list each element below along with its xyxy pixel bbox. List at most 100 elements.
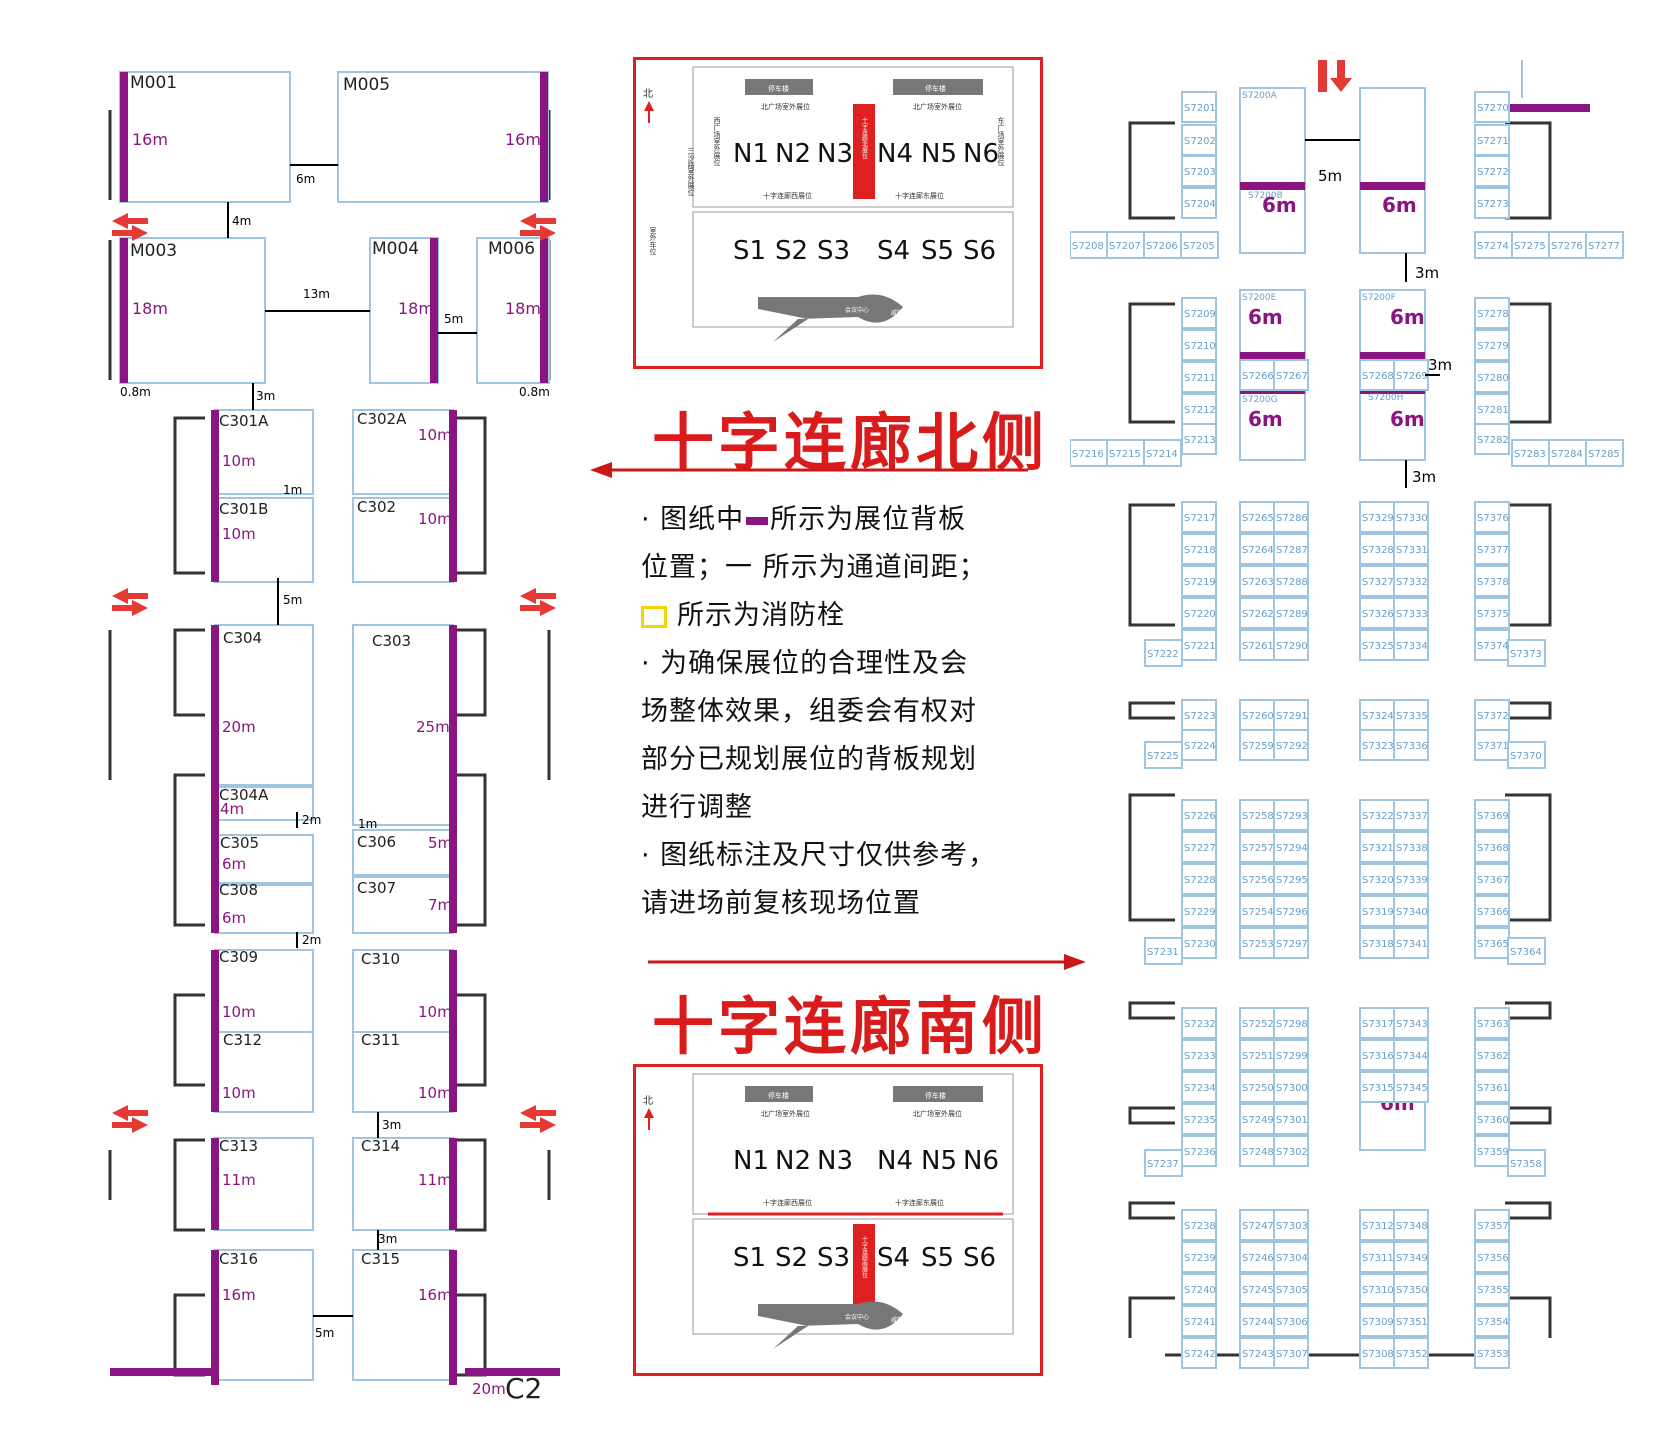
booth-id: S7302	[1276, 1147, 1308, 1158]
dim-label: 13m	[303, 287, 330, 301]
booth-id: S7316	[1362, 1051, 1394, 1062]
booth-size: 20m	[222, 718, 256, 736]
entry-arrows	[112, 213, 556, 1133]
small-booth	[1070, 439, 1108, 467]
small-booth	[1273, 629, 1309, 661]
small-booth	[1273, 799, 1309, 831]
small-booth	[1474, 329, 1510, 361]
booth-id: S7303	[1276, 1221, 1308, 1232]
hydrant-swatch	[641, 605, 667, 628]
booth-id: S7343	[1396, 1019, 1428, 1030]
small-booth	[1474, 1273, 1510, 1305]
small-booth	[1474, 231, 1513, 259]
booth-size: 6m	[1262, 193, 1297, 217]
small-booth	[1181, 393, 1217, 425]
small-booth	[1273, 927, 1309, 959]
small-booth	[1359, 565, 1395, 597]
compass-label: 北	[643, 88, 653, 100]
legend-notes: · 图纸中所示为展位背板 位置；一 所示为通道间距； 所示为消防栓 · 为确保展…	[641, 496, 1041, 928]
area-label: 北广场室外展位	[761, 1109, 810, 1118]
dim-label: 6m	[296, 172, 315, 186]
booth-size: 25m	[416, 718, 450, 736]
hall-label: N3	[817, 1146, 853, 1176]
booth-id: S7200H	[1368, 393, 1403, 403]
small-booth	[1239, 699, 1275, 731]
highlight-label: 十字连廊南展位	[861, 1235, 868, 1278]
small-booth	[1181, 1241, 1217, 1273]
booth-id: S7304	[1276, 1253, 1308, 1264]
small-booth	[1239, 799, 1275, 831]
booth-id: S7329	[1362, 513, 1394, 524]
booth-id: S7279	[1477, 341, 1509, 352]
booth-id: C302	[357, 498, 396, 516]
highlight-label: 十字连廊北展位	[861, 116, 868, 159]
small-booth	[1143, 439, 1182, 467]
small-booth	[1474, 1071, 1510, 1103]
booth-id: S7290	[1276, 641, 1308, 652]
hall-label: N3	[817, 139, 853, 169]
small-booth	[1474, 187, 1510, 219]
parking-label: 停车楼	[925, 1091, 946, 1100]
area-label: 威斯汀酒店	[891, 309, 921, 317]
small-booth	[1181, 1103, 1217, 1135]
booth-id: S7376	[1477, 513, 1509, 524]
booth-id: S7338	[1396, 843, 1428, 854]
booth-id: S7201	[1184, 103, 1216, 114]
booth-id: C309	[219, 948, 258, 966]
booth-id: S7295	[1276, 875, 1308, 886]
booth-id: S7231	[1147, 947, 1179, 958]
small-booth	[1239, 1305, 1275, 1337]
booth-id: S7292	[1276, 741, 1308, 752]
booth-id: S7207	[1109, 241, 1141, 252]
booth-id: S7251	[1242, 1051, 1274, 1062]
booth-id: S7291	[1276, 711, 1308, 722]
small-booth	[1359, 533, 1395, 565]
booth-id: S7365	[1477, 939, 1509, 950]
booth-id: M006	[488, 239, 535, 259]
booth-id: S7282	[1477, 435, 1509, 446]
small-booth	[1393, 565, 1429, 597]
booth-id: S7264	[1242, 545, 1274, 556]
booth-id: S7369	[1477, 811, 1509, 822]
small-booth	[1273, 1039, 1309, 1071]
booth-size: 10m	[222, 1084, 256, 1102]
booth-id: S7336	[1396, 741, 1428, 752]
booth-size: 6m	[1248, 407, 1283, 431]
small-booth	[1393, 1337, 1429, 1369]
booth-id: S7283	[1514, 449, 1546, 460]
arrow-icon	[112, 213, 148, 241]
booth-id: S7372	[1477, 711, 1509, 722]
small-booth-grid	[1070, 91, 1624, 1369]
small-booth	[1181, 863, 1217, 895]
booth-size: 6m	[222, 855, 246, 873]
booth-id: S7242	[1184, 1349, 1216, 1360]
booth-id: S7294	[1276, 843, 1308, 854]
dimension-lines	[227, 164, 477, 1317]
booth-id: C2	[505, 1372, 542, 1405]
small-booth	[1359, 1305, 1395, 1337]
dim-label: 5m	[315, 1326, 334, 1340]
small-booth	[1474, 629, 1510, 661]
parking-label: 停车楼	[768, 1091, 789, 1100]
arrow-icon	[112, 1105, 148, 1133]
small-booth	[1181, 1305, 1217, 1337]
hall-label: N6	[963, 139, 999, 169]
dim-label: 3m	[256, 389, 275, 403]
booth-id: S7327	[1362, 577, 1394, 588]
area-label: 北广场室外展位	[913, 102, 962, 111]
booth-id: S7263	[1242, 577, 1274, 588]
booth-id: C315	[361, 1250, 400, 1268]
dim-label: 4m	[232, 214, 251, 228]
booth-id: S7214	[1146, 449, 1178, 460]
booth-id: S7334	[1396, 641, 1428, 652]
dim-label: 1m	[358, 817, 377, 831]
dim-label: 2m	[302, 813, 321, 827]
small-booth	[1474, 155, 1510, 187]
booth-size: 10m	[418, 426, 452, 444]
dim-label: 3m	[1412, 468, 1436, 486]
booth-id: S7215	[1109, 449, 1141, 460]
area-label: 北广场室外展位	[761, 102, 810, 111]
booth-id: S7210	[1184, 341, 1216, 352]
booth-id: S7234	[1184, 1083, 1216, 1094]
small-booth	[1393, 597, 1429, 629]
